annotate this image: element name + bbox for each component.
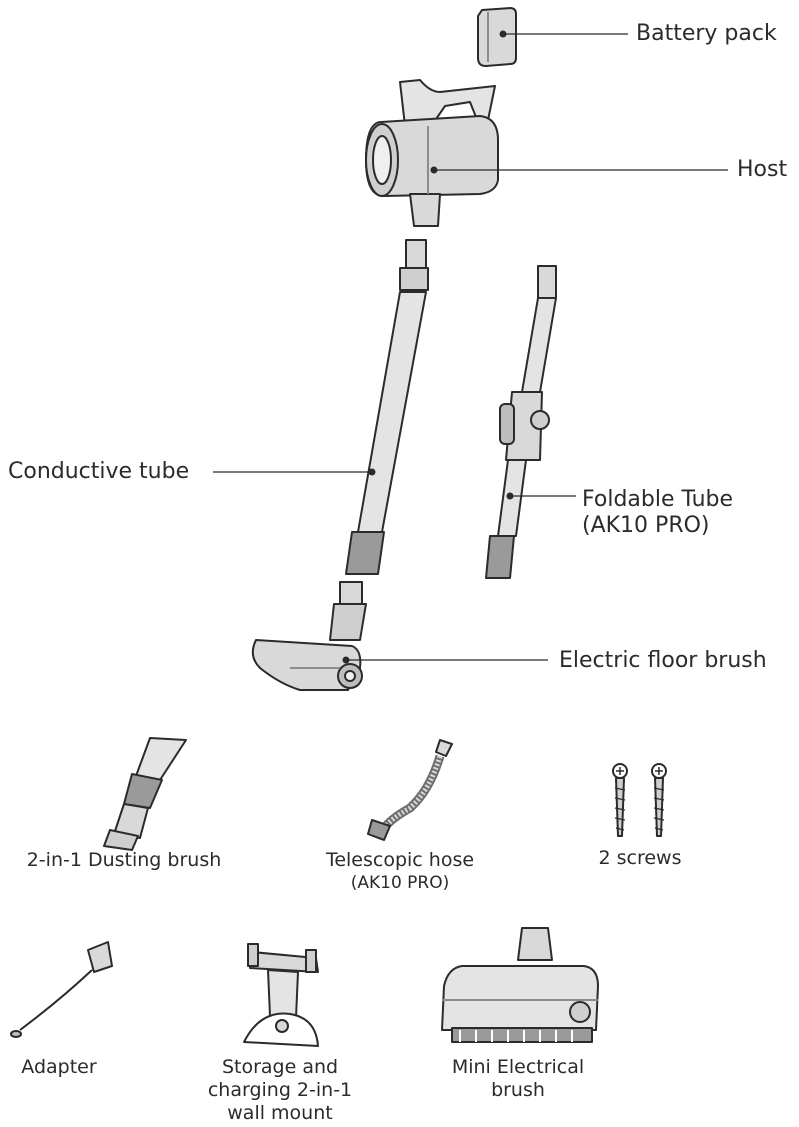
- conductive-tube-drawing: [345, 239, 429, 575]
- wall-mount-caption-line2: charging 2-in-1: [207, 1079, 353, 1101]
- adapter-caption: Adapter: [4, 1056, 114, 1079]
- battery-pack-label: Battery pack: [636, 21, 777, 46]
- foldable-tube-label: Foldable Tube (AK10 PRO): [582, 487, 733, 539]
- mini-brush-drawing: [441, 927, 599, 1043]
- dusting-brush-drawing: [103, 737, 187, 851]
- mini-brush-caption-line1: Mini Electrical: [451, 1056, 585, 1078]
- telescopic-hose-caption-line2: (AK10 PRO): [350, 873, 450, 893]
- wall-mount-caption: Storage and charging 2-in-1 wall mount: [190, 1056, 370, 1125]
- screws-caption: 2 screws: [570, 847, 710, 870]
- electric-floor-brush-label: Electric floor brush: [559, 648, 767, 673]
- conductive-tube-label: Conductive tube: [8, 459, 190, 484]
- telescopic-hose-caption-line1: Telescopic hose: [325, 849, 475, 871]
- mini-brush-caption-line2: brush: [491, 1079, 545, 1101]
- dusting-brush-caption-line1: 2-in-1 Dusting brush: [26, 849, 222, 871]
- wall-mount-caption-line1: Storage and: [221, 1056, 339, 1078]
- mini-brush-caption: Mini Electrical brush: [432, 1056, 604, 1102]
- foldable-tube-label-line1: Foldable Tube: [582, 487, 734, 512]
- adapter-caption-line1: Adapter: [21, 1056, 97, 1078]
- host-drawing: [365, 79, 499, 227]
- adapter-drawing: [10, 941, 113, 1038]
- dusting-brush-caption: 2-in-1 Dusting brush: [12, 849, 236, 872]
- telescopic-hose-caption: Telescopic hose (AK10 PRO): [300, 849, 500, 895]
- foldable-tube-drawing: [485, 265, 557, 579]
- screws-caption-line1: 2 screws: [598, 847, 682, 869]
- battery-pack-drawing: [477, 7, 517, 67]
- host-label: Host: [737, 157, 788, 182]
- electric-floor-brush-drawing: [251, 581, 367, 691]
- telescopic-hose-drawing: [367, 739, 453, 841]
- foldable-tube-label-line2: (AK10 PRO): [582, 513, 710, 538]
- wall-mount-drawing: [243, 943, 319, 1047]
- wall-mount-caption-line3: wall mount: [227, 1102, 333, 1124]
- screws-drawing: [612, 763, 667, 837]
